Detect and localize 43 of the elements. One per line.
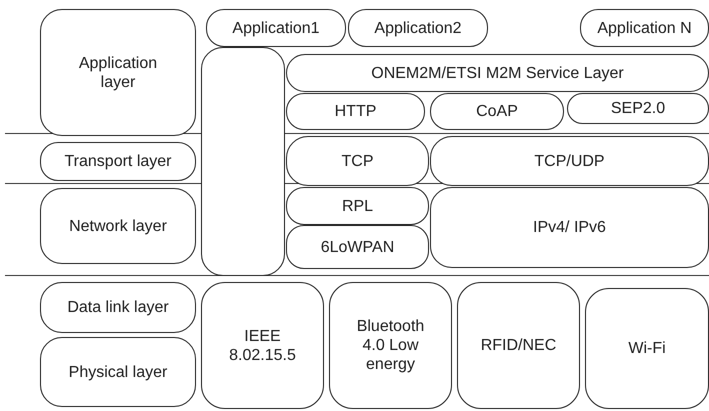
rounded-box xyxy=(286,187,429,225)
rounded-box xyxy=(40,282,196,333)
rounded-box xyxy=(580,9,709,47)
rounded-box xyxy=(430,93,564,130)
rounded-box xyxy=(201,282,324,409)
layer-label: Network layer xyxy=(69,216,167,236)
layer-label: CoAP xyxy=(476,102,518,121)
layer-label: TCP/UDP xyxy=(534,152,605,170)
layer-label: Data link layer xyxy=(67,298,169,317)
rounded-box xyxy=(567,93,709,124)
rounded-box xyxy=(40,9,196,136)
layer-label: TCP xyxy=(342,152,374,170)
layer-label: Application2 xyxy=(374,18,462,38)
rounded-box xyxy=(286,225,429,269)
rounded-box xyxy=(329,282,452,409)
layer-label: Application N xyxy=(597,18,692,38)
rounded-box xyxy=(40,337,196,407)
layer-label: RPL xyxy=(342,196,374,216)
layer-label: Application layer xyxy=(78,54,158,92)
layer-label: ONEM2M/ETSI M2M Service Layer xyxy=(371,64,624,82)
layer-label: HTTP xyxy=(334,102,376,121)
rounded-box xyxy=(348,9,488,47)
rounded-box xyxy=(40,188,196,264)
layer-label: IEEE 8.02.15.5 xyxy=(228,326,297,364)
rounded-box xyxy=(585,288,709,409)
rounded-box xyxy=(286,136,429,186)
rounded-box xyxy=(286,93,425,130)
layer-label: Physical layer xyxy=(68,362,168,382)
layer-label: Wi-Fi xyxy=(628,339,666,358)
layer-label: SEP2.0 xyxy=(610,99,666,118)
rounded-box xyxy=(430,187,709,268)
layer-label: Transport layer xyxy=(64,152,172,171)
rounded-box xyxy=(286,54,709,92)
rounded-box xyxy=(430,136,709,186)
layer-label: 6LoWPAN xyxy=(320,238,394,256)
rounded-box xyxy=(40,142,196,181)
layer-label: RFID/NEC xyxy=(480,336,556,355)
rounded-box xyxy=(206,9,346,47)
layer-label: Bluetooth 4.0 Low energy xyxy=(356,317,426,374)
layer-label: IPv4/ IPv6 xyxy=(533,218,606,237)
rounded-box xyxy=(457,282,580,409)
rounded-box xyxy=(201,47,285,276)
layer-label: Application1 xyxy=(232,18,320,38)
